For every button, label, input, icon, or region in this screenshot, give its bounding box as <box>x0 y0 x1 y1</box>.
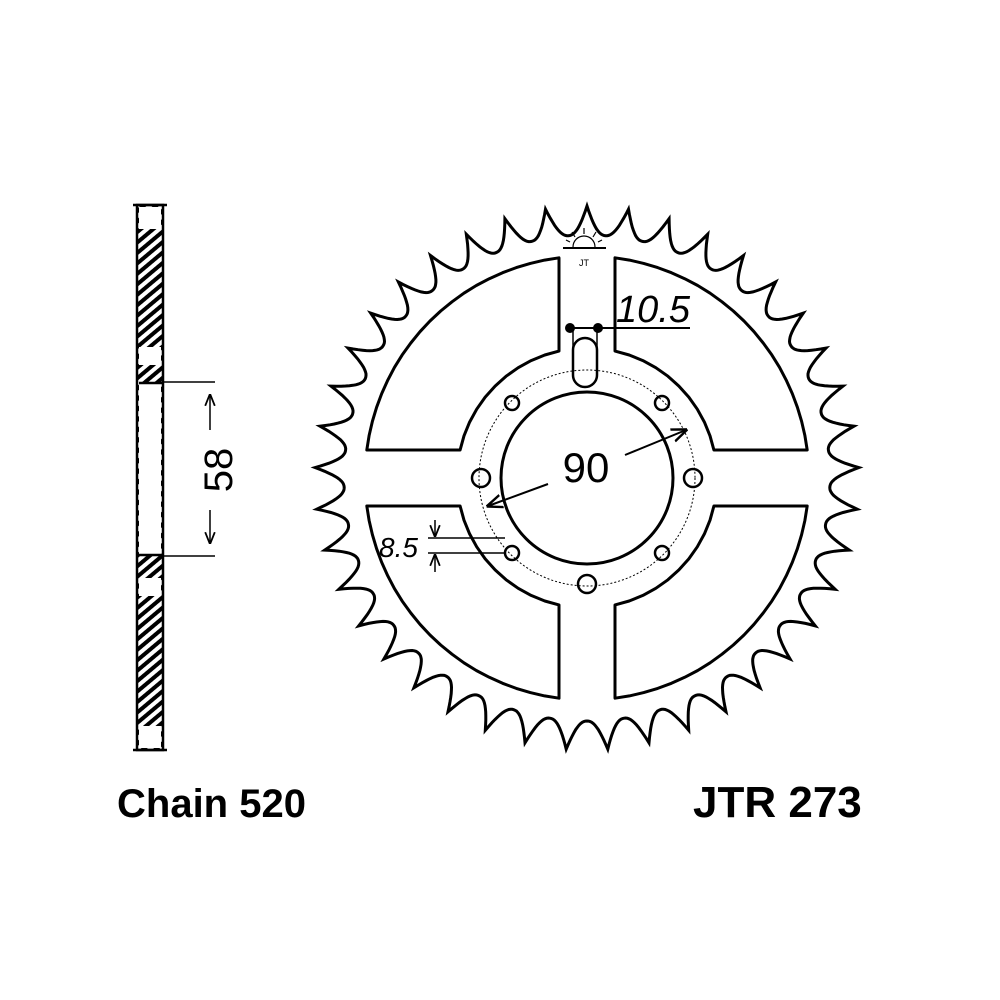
offset-dimension-label: 58 <box>197 448 241 493</box>
bolt-hole <box>653 544 671 562</box>
part-number-label: JTR 273 <box>693 778 862 827</box>
jt-sun-logo: JT <box>563 228 606 268</box>
bolt-hole-dimension <box>428 520 505 572</box>
bore-dimension-line-right <box>624 430 686 456</box>
bolt-hole <box>470 467 492 489</box>
window-cutout <box>613 504 809 700</box>
chain-label: Chain 520 <box>117 782 306 826</box>
bolt-hole-dimension-label: 8.5 <box>379 532 418 563</box>
slot-dimension-label: 10.5 <box>616 289 691 331</box>
center-bore <box>499 390 675 566</box>
bore-dimension-label: 90 <box>563 444 610 491</box>
slot-dimension <box>565 323 690 350</box>
window-cutout <box>613 256 809 452</box>
lightening-windows <box>365 256 809 700</box>
bolt-hole <box>653 394 671 412</box>
window-cutout <box>365 256 561 452</box>
bolt-holes <box>470 394 704 595</box>
sprocket-front-view <box>310 201 864 754</box>
bolt-circle <box>478 369 696 587</box>
bolt-hole <box>682 467 704 489</box>
bolt-hole <box>503 394 521 412</box>
side-profile <box>133 203 215 752</box>
window-cutout <box>365 504 561 700</box>
bore-dimension-line-left <box>488 483 549 506</box>
bolt-hole <box>576 573 598 595</box>
svg-text:JT: JT <box>579 258 590 268</box>
sprocket-teeth <box>310 201 864 754</box>
